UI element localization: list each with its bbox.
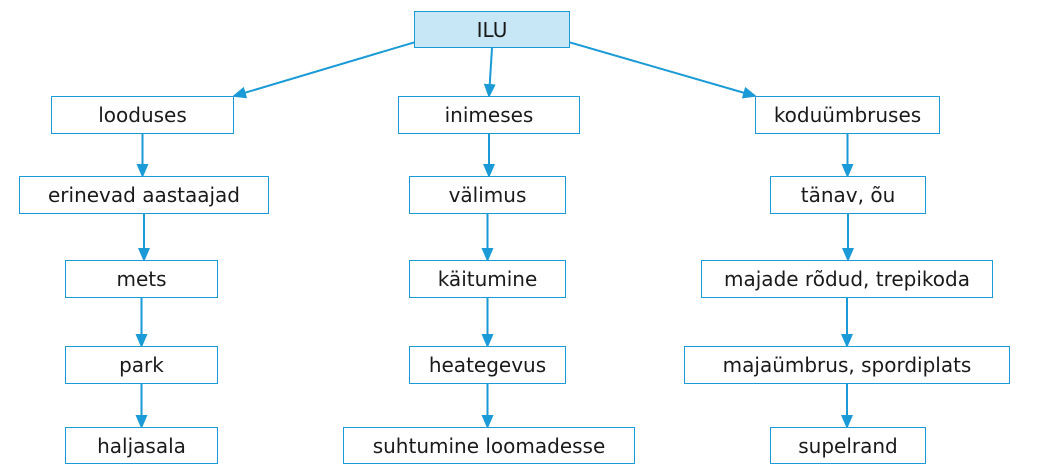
node-mets: mets (65, 260, 218, 298)
node-majade-rodud-trepikoda: majade rõdud, trepikoda (701, 260, 993, 298)
node-kaitumine: käitumine (409, 260, 566, 298)
arrow-root-to-b2 (569, 41, 757, 99)
branch-node-looduses: looduses (51, 96, 234, 134)
node-majaumbrus-spordiplats: majaümbrus, spordiplats (684, 346, 1010, 384)
arrow-root-to-b1 (483, 47, 496, 98)
arrow-root-to-b0 (232, 41, 415, 99)
root-node: ILU (414, 11, 570, 48)
node-heategevus: heategevus (409, 346, 566, 384)
branch-node-koduumbruses: koduümbruses (755, 96, 940, 134)
node-park: park (65, 346, 218, 384)
node-suhtumine-loomadesse: suhtumine loomadesse (343, 427, 635, 464)
branch-node-inimeses: inimeses (398, 96, 580, 134)
node-tanav-ou: tänav, õu (770, 176, 926, 214)
node-supelrand: supelrand (770, 427, 926, 464)
node-valimus: välimus (409, 176, 566, 214)
node-erinevad-aastaajad: erinevad aastaajad (19, 176, 269, 214)
node-haljasala: haljasala (65, 427, 218, 464)
